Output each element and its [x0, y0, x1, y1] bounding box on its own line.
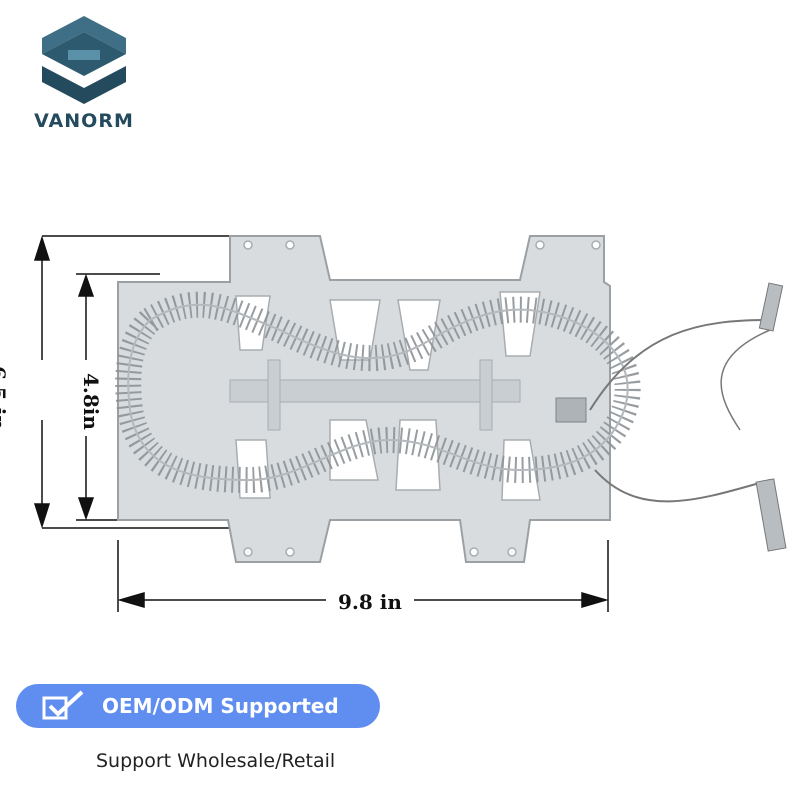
width-dimension-label: 9.8 in [330, 590, 410, 614]
badge-label: OEM/ODM Supported [102, 694, 339, 718]
heater-element-image [33, 235, 787, 612]
brand-name: VANORM [34, 110, 134, 132]
wholesale-retail-tagline: Support Wholesale/Retail [96, 750, 336, 772]
inner-height-dimension-label: 4.8in [79, 367, 103, 436]
brand-logo: VANORM [14, 8, 154, 134]
vanorm-logo-icon [42, 16, 126, 104]
height-dimension-label: 6.5 in [0, 360, 10, 436]
oem-odm-badge: OEM/ODM Supported [16, 684, 380, 728]
checkmark-icon [42, 690, 84, 720]
